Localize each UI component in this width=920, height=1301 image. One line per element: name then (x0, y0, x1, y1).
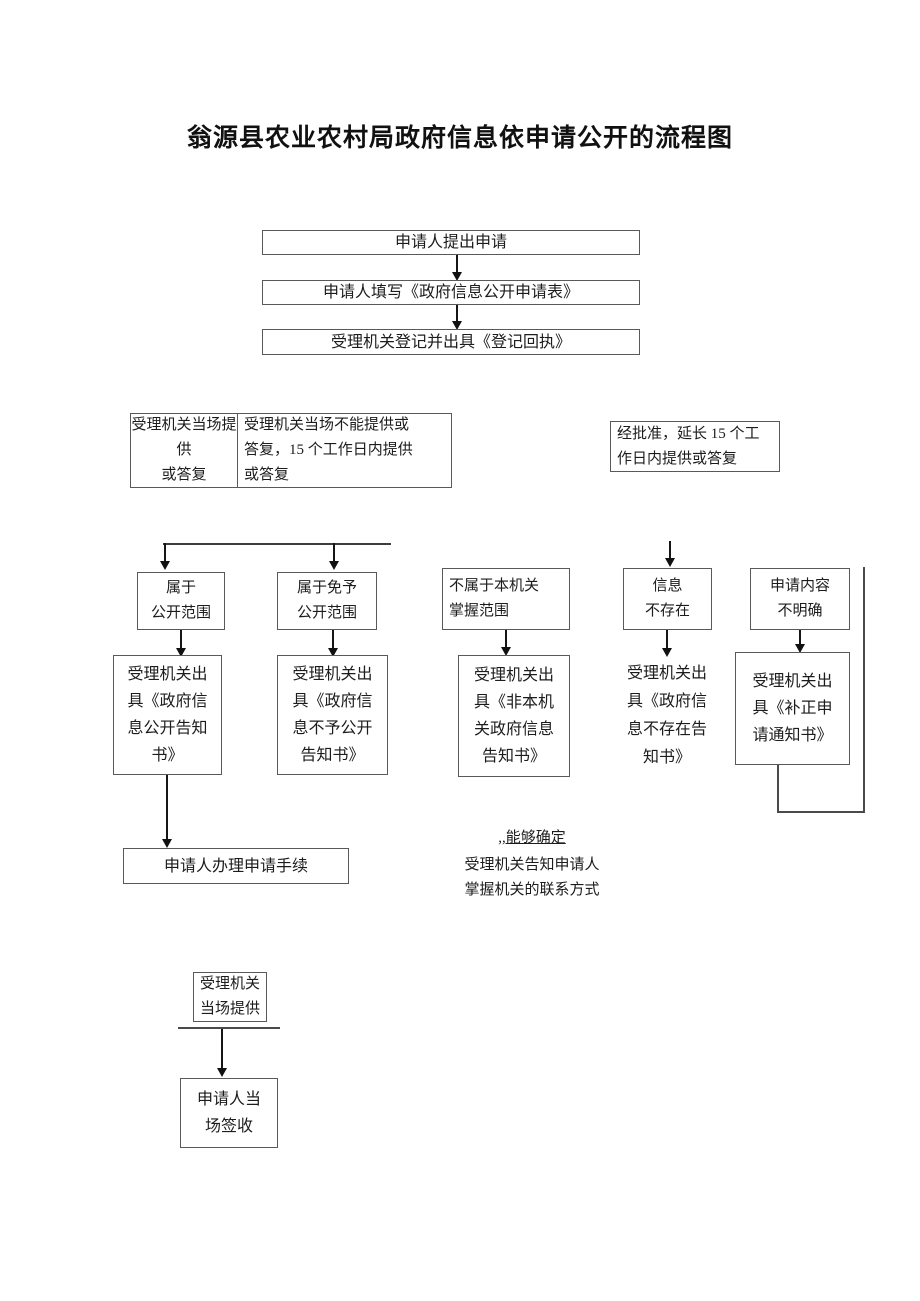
arrow-line-to-exempt (333, 543, 335, 562)
arrow-line-unclear-notice (799, 630, 801, 645)
arrow-head-to-public (160, 561, 170, 570)
box-sign-receipt: 申请人当 场签收 (180, 1078, 278, 1148)
note-contact: 掌握机关的联系方式 (464, 882, 600, 898)
loop-line-bottom (777, 811, 865, 813)
branch-not-exist: 信息 不存在 (623, 568, 712, 630)
arrow-line-to-public (164, 543, 166, 562)
flow-step-register: 受理机关登记并出具《登记回执》 (262, 329, 640, 355)
arrow-line-exempt-notice (332, 630, 334, 649)
branch-unclear: 申请内容 不明确 (750, 568, 850, 630)
branch-exempt: 属于免予 公开范围 (277, 572, 377, 630)
arrow-head-to-not-exist (665, 558, 675, 567)
note-inform: 受理机关告知申请人 (464, 857, 600, 873)
arrow-head-apply-fill (452, 272, 462, 281)
cell-onsite-reply: 受理机关当场提供 或答复 (130, 413, 238, 488)
notice-not-exist: 受理机关出 具《政府信 息不存在告 知书》 (626, 665, 707, 766)
arrow-head-fill-register (452, 321, 462, 330)
arrow-head-exempt-notice (328, 648, 338, 657)
arrow-line-notexist-notice (666, 630, 668, 649)
notice-public: 受理机关出 具《政府信 息公开告知 书》 (113, 655, 222, 775)
arrow-line-public-notice (180, 630, 182, 649)
box-proceed: 申请人办理申请手续 (123, 848, 349, 884)
arrow-line-fill-register (456, 305, 458, 322)
page-title: 翁源县农业农村局政府信息依申请公开的流程图 (186, 124, 733, 152)
flow-step-fill-form: 申请人填写《政府信息公开申请表》 (262, 280, 640, 305)
notice-not-held: 受理机关出 具《非本机 关政府信息 告知书》 (458, 655, 570, 777)
arrow-line-public-proceed (166, 775, 168, 840)
arrow-line-onsite-sign (221, 1029, 223, 1069)
flow-step-apply: 申请人提出申请 (262, 230, 640, 255)
arrow-line-notheld-notice (505, 630, 507, 648)
arrow-head-notexist-notice (662, 648, 672, 657)
arrow-head-to-exempt (329, 561, 339, 570)
notice-refuse: 受理机关出 具《政府信 息不予公开 告知书》 (277, 655, 388, 775)
box-onsite-provide: 受理机关 当场提供 (193, 972, 267, 1022)
cell-delayed-reply: 受理机关当场不能提供或 答复，15 个工作日内提供 或答复 (237, 413, 452, 488)
arrow-head-public-proceed (162, 839, 172, 848)
arrow-head-onsite-sign (217, 1068, 227, 1077)
loop-line-up (863, 567, 865, 813)
note-confirm: ,,能够确定 (498, 830, 566, 846)
onsite-underline (178, 1027, 280, 1029)
branch-public: 属于 公开范围 (137, 572, 225, 630)
loop-line-down (777, 765, 779, 813)
branch-not-held: 不属于本机关 掌握范围 (442, 568, 570, 630)
arrow-line-to-not-exist (669, 541, 671, 559)
arrow-head-notheld-notice (501, 647, 511, 656)
notice-correction: 受理机关出 具《补正申 请通知书》 (735, 652, 850, 765)
arrow-head-public-notice (176, 648, 186, 657)
arrow-head-unclear-notice (795, 644, 805, 653)
arrow-line-apply-fill (456, 255, 458, 273)
branch-connector-line (163, 543, 391, 545)
box-extension: 经批准，延长 15 个工 作日内提供或答复 (610, 421, 780, 472)
